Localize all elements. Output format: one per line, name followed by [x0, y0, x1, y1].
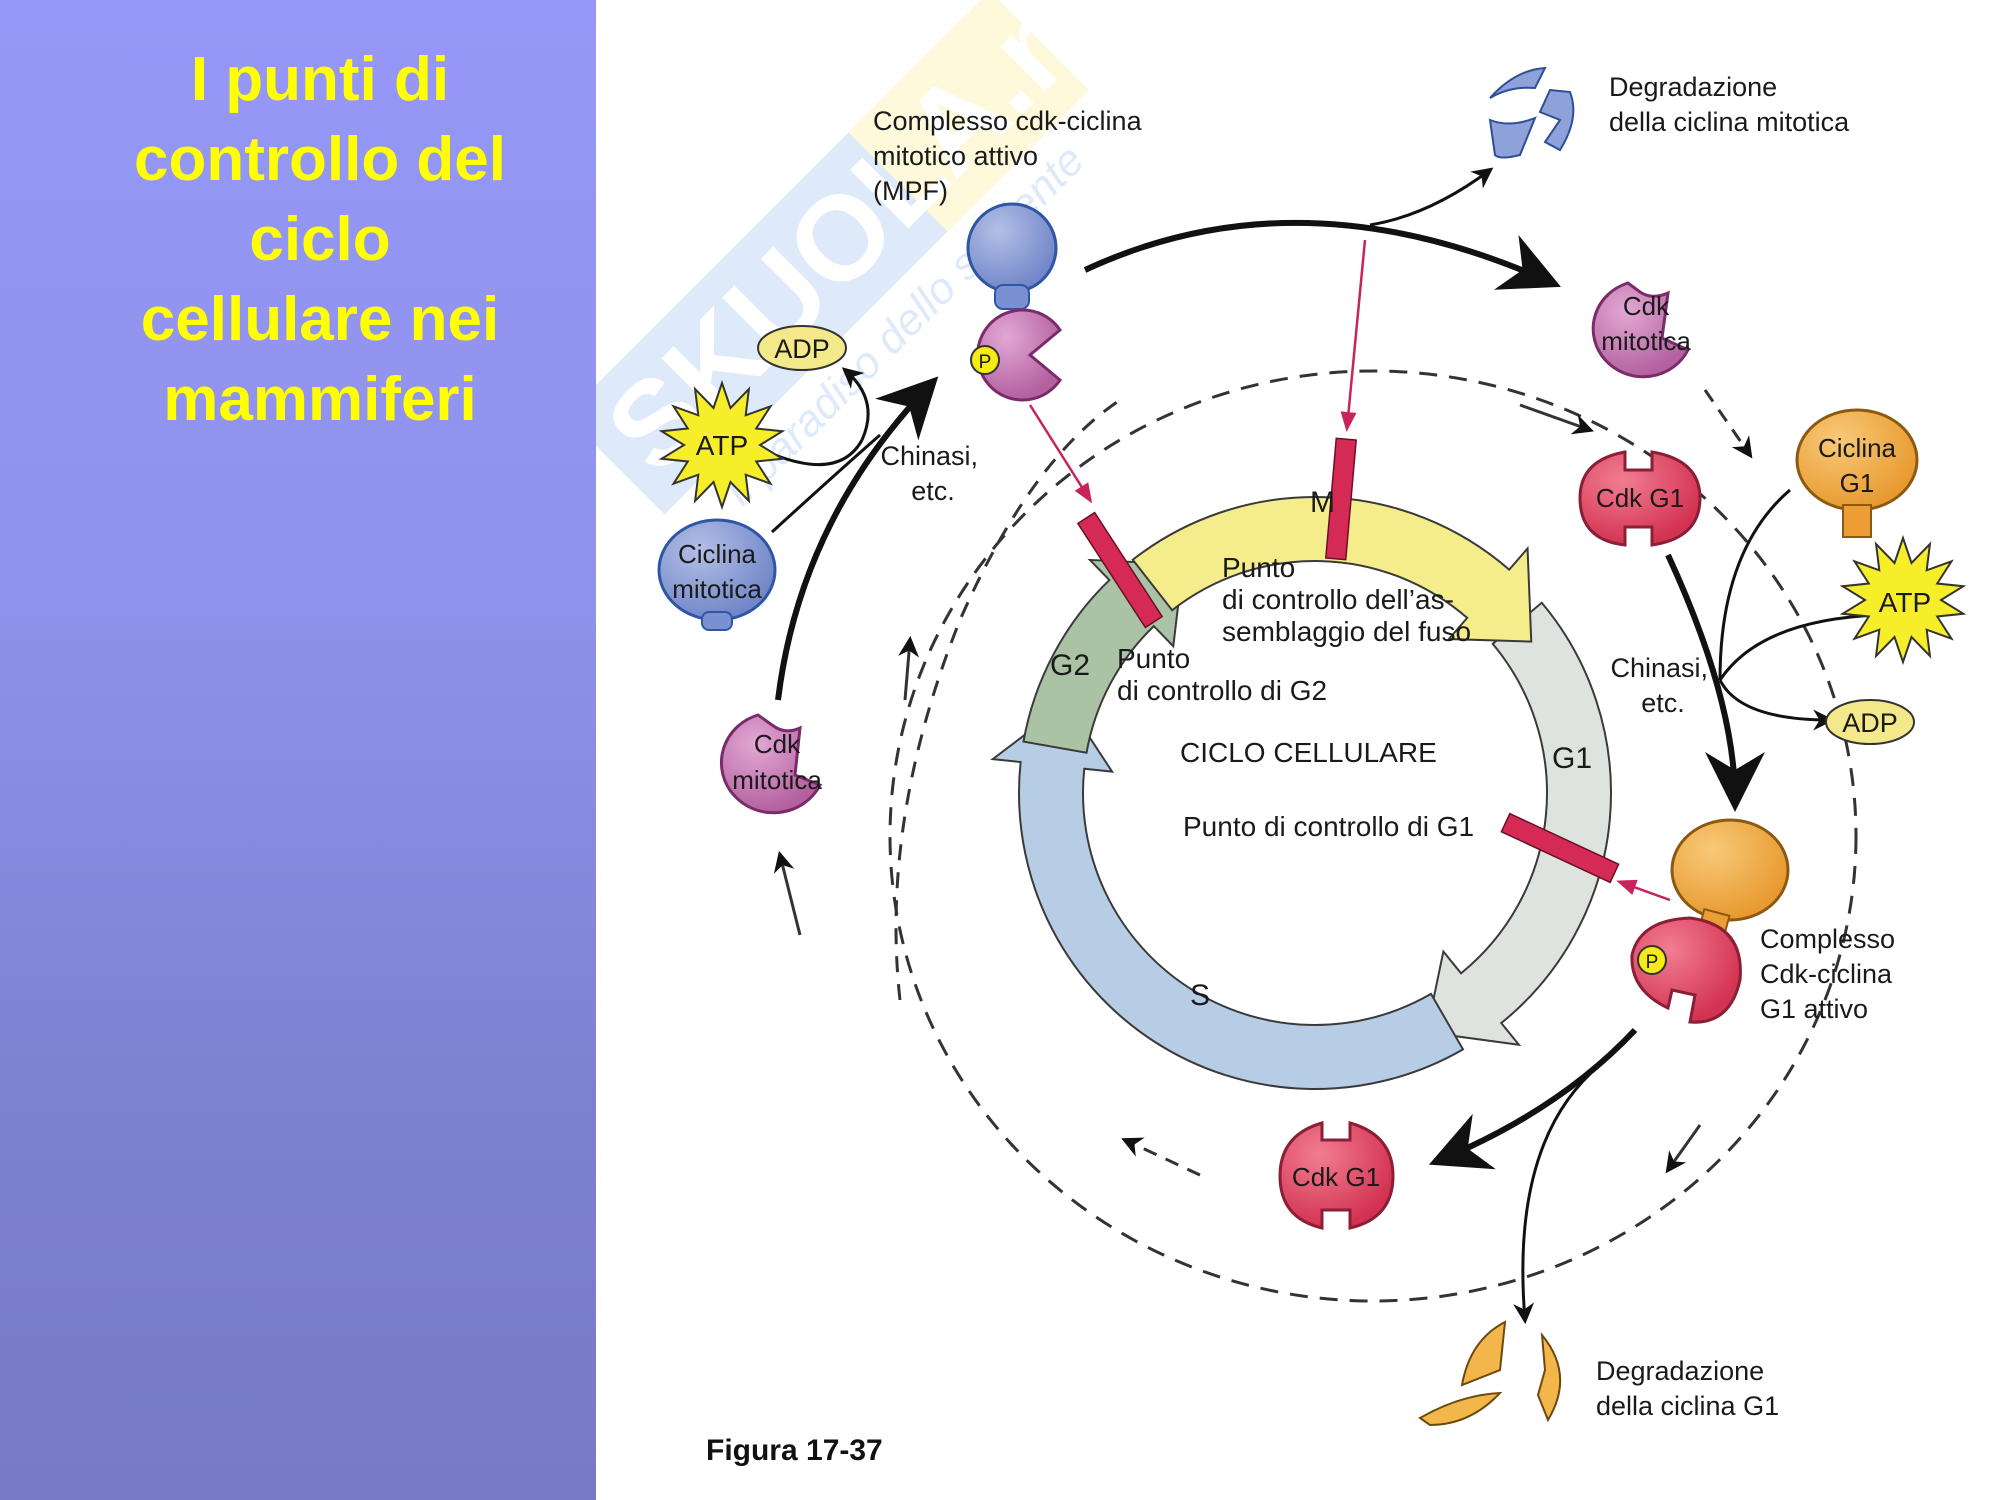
- title-line: ciclo: [249, 205, 391, 274]
- atp-icon-right: ATP: [1839, 534, 1967, 666]
- svg-text:ATP: ATP: [1879, 587, 1931, 618]
- dashed-arrow-bottom-left: [1121, 1137, 1201, 1177]
- phase-arrow-g1: [1425, 601, 1612, 1047]
- svg-text:ATP: ATP: [696, 430, 748, 461]
- line-ciclina-g1-in: [1718, 488, 1791, 681]
- title-line: controllo del: [134, 125, 506, 194]
- checkpoint-bar-g1: [1500, 812, 1620, 884]
- svg-text:Cdk G1: Cdk G1: [1292, 1162, 1380, 1192]
- atp-icon-left: ATP: [658, 379, 786, 511]
- checkpoint-arrow-spindle: [1340, 239, 1367, 432]
- mpf-complex: P: [966, 202, 1062, 402]
- line-atp-in-right: [1718, 613, 1879, 681]
- phase-label-m: M: [1310, 486, 1335, 519]
- checkpoint-arrow-g2: [1028, 404, 1093, 504]
- phase-arrow-m: [1131, 496, 1533, 643]
- title-panel: I punti di controllo del ciclo cellulare…: [0, 0, 596, 1500]
- dashed-arrow-to-ciclina-g1: [1703, 389, 1753, 459]
- cell-cycle-ring: [990, 496, 1612, 1090]
- watermark-band: [596, 19, 1061, 515]
- dashed-arrow-inner-left: [898, 635, 920, 701]
- title-line: I punti di: [190, 45, 450, 114]
- arrow-to-degradation-mitotic: [1369, 167, 1494, 227]
- checkpoint-arrow-g1: [1616, 879, 1671, 902]
- dashed-arrow-to-cdk-g1: [1519, 403, 1594, 435]
- adp-icon-left: ADP: [757, 325, 847, 371]
- checkpoint-bar-g2: [1076, 511, 1164, 629]
- line-atp-in-left: [774, 439, 864, 467]
- phase-label-g2: G2: [1050, 649, 1090, 682]
- cdk-g1-right: Cdk G1: [1578, 450, 1702, 547]
- line-ciclina-mitotica-in: [770, 433, 881, 534]
- degradation-g1-icon: [1418, 1320, 1561, 1427]
- phosphate-icon: [970, 345, 1000, 375]
- watermark-band-yellow: [848, 0, 1089, 232]
- cyclin-mitotic-shape: [966, 202, 1058, 294]
- figure-caption: Figura 17-37: [706, 1434, 883, 1467]
- g1-active-complex: P: [1630, 818, 1790, 1024]
- phase-label-s: S: [1190, 979, 1210, 1012]
- checkpoint-bar-spindle: [1324, 437, 1358, 561]
- kinase-label-left: Chinasi, etc.: [880, 441, 985, 506]
- svg-text:Cdk G1: Cdk G1: [1596, 483, 1684, 513]
- degradation-mitotic-icon: [1488, 66, 1575, 159]
- arrow-adp-out-right: [1718, 679, 1835, 731]
- cdk-g1-bottom: Cdk G1: [1278, 1121, 1395, 1230]
- arrow-cdk-mitotica-to-mpf: [775, 376, 939, 701]
- title-line: mammiferi: [163, 365, 477, 434]
- phase-label-g1: G1: [1552, 742, 1592, 775]
- g2-checkpoint-label: Punto di controllo di G2: [1117, 643, 1327, 706]
- svg-text:P: P: [1646, 952, 1659, 973]
- center-label: CICLO CELLULARE: [1180, 737, 1437, 768]
- title-line: cellulare nei: [140, 285, 500, 354]
- phosphate-label: P: [979, 352, 992, 373]
- adp-icon-right: ADP: [1825, 699, 1915, 745]
- arrow-cdk-g1-to-complex: [1665, 553, 1765, 812]
- degradation-g1-label: Degradazione della ciclina G1: [1596, 1356, 1779, 1421]
- arrow-adp-out-left: [841, 367, 870, 441]
- g1-checkpoint-label: Punto di controllo di G1: [1183, 811, 1474, 842]
- dashed-arrow-bottom-right: [1665, 1124, 1702, 1174]
- kinase-label-right: Chinasi, etc.: [1610, 653, 1715, 718]
- spindle-checkpoint-label: Punto di controllo dell’as- semblaggio d…: [1222, 552, 1471, 647]
- svg-text:ADP: ADP: [774, 334, 830, 364]
- inner-dashed-arc: [894, 398, 1121, 1001]
- cyclin-stem: [994, 284, 1030, 310]
- arrow-to-degradation-g1: [1513, 1063, 1601, 1325]
- g1-complex-label: Complesso Cdk-ciclina G1 attivo: [1760, 924, 1903, 1024]
- mpf-label: Complesso cdk-ciclina mitotico attivo (M…: [873, 106, 1149, 206]
- svg-text:ADP: ADP: [1842, 708, 1898, 738]
- cell-cycle-diagram: SKUOLA.net il paradiso dello studente M …: [596, 0, 2000, 1500]
- dashed-arrow-left-up: [773, 850, 802, 936]
- arrow-mpf-to-cdk-mitotica: [1083, 219, 1561, 290]
- degradation-mitotic-label: Degradazione della ciclina mitotica: [1609, 72, 1850, 137]
- outer-dashed-cycle: [888, 369, 1858, 1303]
- phase-arrow-s: [990, 701, 1465, 1090]
- slide-title: I punti di controllo del ciclo cellulare…: [40, 40, 600, 440]
- arrow-complex-to-cdk-g1: [1428, 1027, 1638, 1170]
